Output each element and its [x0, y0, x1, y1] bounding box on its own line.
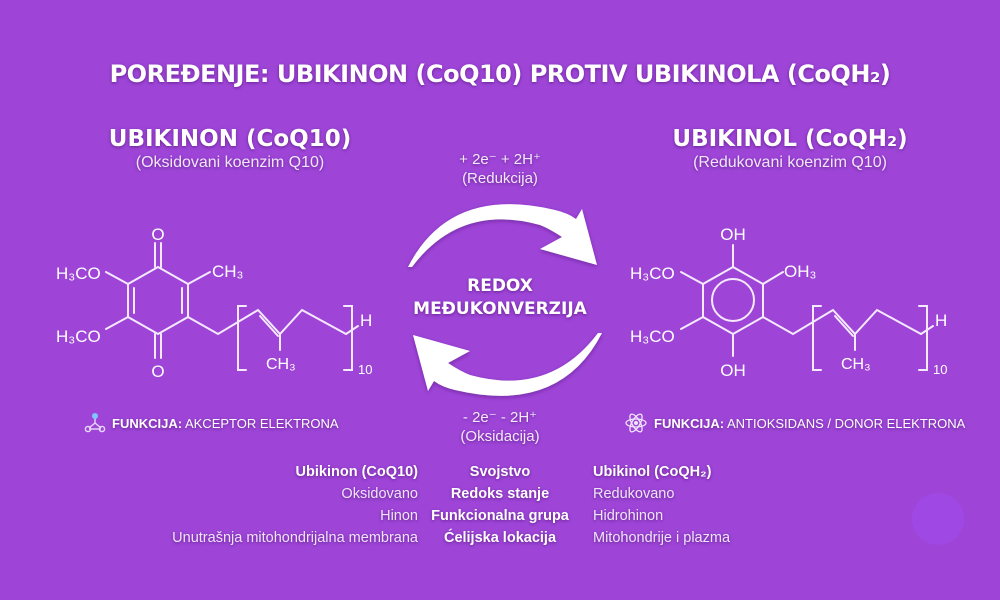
molecule-icon	[84, 413, 106, 433]
ubiquinone-header: UBIKINON (CoQ10) (Oksidovani koenzim Q10…	[40, 126, 420, 172]
svg-text:H₃CO: H₃CO	[56, 264, 101, 283]
function-label: FUNKCIJA:	[654, 415, 725, 431]
oxidation-label: - 2e⁻ - 2H⁺ (Oksidacija)	[400, 408, 600, 446]
svg-text:OH: OH	[720, 225, 746, 244]
table-cell: Oksidovano	[341, 486, 418, 502]
ubiquinol-header: UBIKINOL (CoQH₂) (Redukovani koenzim Q10…	[600, 126, 980, 172]
redox-cycle-arrows	[408, 204, 602, 396]
reduction-equation: + 2e⁻ + 2H⁺	[459, 151, 541, 168]
oxidation-caption: (Oksidacija)	[460, 428, 540, 445]
table-cell: Redoks stanje	[450, 486, 550, 502]
svg-text:O: O	[151, 225, 164, 244]
svg-text:CH₃: CH₃	[841, 356, 871, 373]
svg-text:10: 10	[933, 362, 947, 377]
svg-text:O: O	[151, 362, 164, 381]
table-cell: Ćelijska lokacija	[443, 530, 557, 546]
reduction-arrow-icon	[408, 204, 597, 267]
table-header-property: Svojstvo	[469, 464, 531, 480]
ubiquinone-description: (Oksidovani koenzim Q10)	[135, 154, 325, 171]
svg-text:CH₃: CH₃	[212, 262, 243, 281]
table-cell: Redukovano	[593, 486, 675, 502]
table-header-ubiquinol: Ubikinol (CoQH₂)	[593, 464, 712, 480]
oxidation-arrow-icon	[413, 333, 602, 396]
table-cell: Funkcionalna grupa	[431, 508, 569, 524]
svg-text:H₃CO: H₃CO	[56, 327, 101, 346]
svg-text:H₃CO: H₃CO	[630, 264, 675, 283]
function-value: AKCEPTOR ELEKTRONA	[184, 415, 339, 431]
redox-center-label: REDOX MEĐUKONVERZIJA	[390, 275, 610, 321]
function-label: FUNKCIJA:	[112, 415, 183, 431]
ubiquinone-structure: O O H₃CO H₃CO CH₃ CH₃ H 10	[56, 225, 372, 381]
redox-title: REDOX	[467, 276, 533, 296]
function-value: ANTIOKSIDANS / DONOR ELEKTRONA	[726, 415, 966, 431]
ubiquinone-function: FUNKCIJA: AKCEPTOR ELEKTRONA	[84, 412, 339, 434]
reduction-caption: (Redukcija)	[462, 170, 538, 187]
ubiquinol-structure: OH OH H₃CO H₃CO OH₃ CH₃ H 10	[630, 225, 947, 380]
ubiquinol-description: (Redukovani koenzim Q10)	[693, 154, 887, 171]
oxidation-equation: - 2e⁻ - 2H⁺	[462, 409, 538, 426]
redox-subtitle: MEĐUKONVERZIJA	[413, 299, 587, 319]
ubiquinone-name: UBIKINON (CoQ10)	[108, 126, 352, 152]
table-cell: Hinon	[380, 508, 418, 524]
svg-text:10: 10	[358, 362, 372, 377]
ubiquinol-function: FUNKCIJA: ANTIOKSIDANS / DONOR ELEKTRONA	[624, 412, 965, 434]
svg-text:H₃CO: H₃CO	[630, 327, 675, 346]
decorative-circle	[912, 493, 964, 545]
ubiquinol-name: UBIKINOL (CoQH₂)	[672, 126, 908, 152]
reduction-label: + 2e⁻ + 2H⁺ (Redukcija)	[400, 150, 600, 188]
svg-text:CH₃: CH₃	[266, 356, 296, 373]
svg-text:H: H	[935, 311, 947, 330]
svg-text:OH: OH	[720, 361, 746, 380]
page-title: POREĐENJE: UBIKINON (CoQ10) PROTIV UBIKI…	[109, 60, 891, 88]
table-cell: Unutrašnja mitohondrijalna membrana	[172, 530, 418, 546]
svg-text:OH₃: OH₃	[784, 262, 816, 281]
atom-icon	[625, 413, 647, 433]
table-cell: Hidrohinon	[593, 508, 664, 524]
table-header-ubiquinone: Ubikinon (CoQ10)	[295, 464, 418, 480]
svg-text:H: H	[360, 311, 372, 330]
table-cell: Mitohondrije i plazma	[593, 530, 731, 546]
